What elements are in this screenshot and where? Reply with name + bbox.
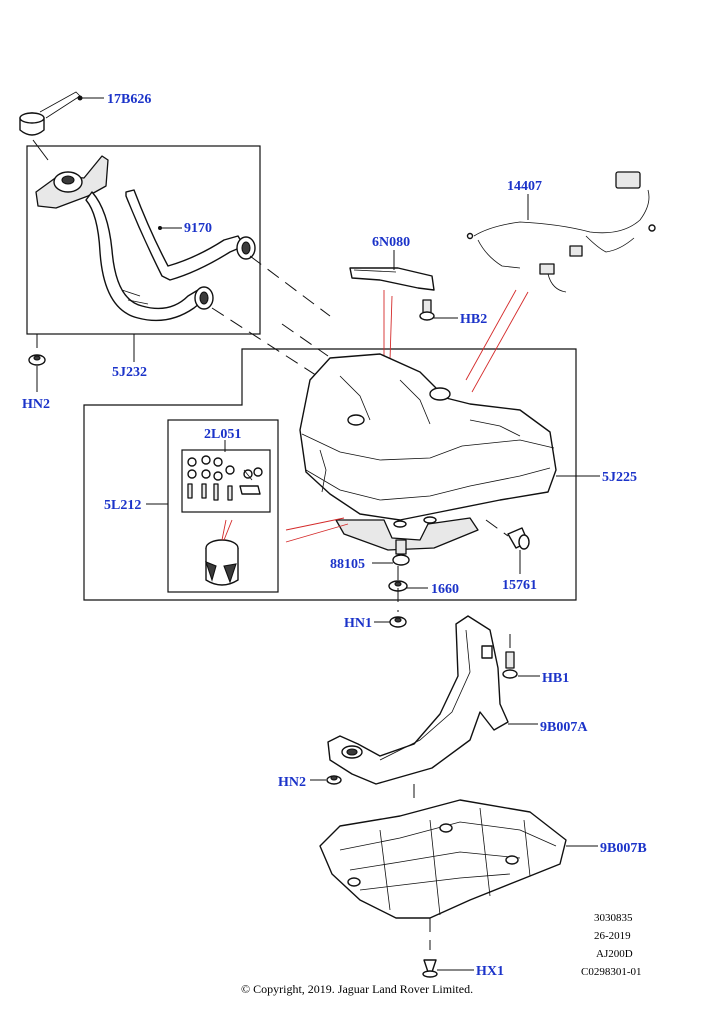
connector-15761-part <box>507 527 530 550</box>
callout-hn2-top[interactable]: HN2 <box>22 397 50 412</box>
callout-14407[interactable]: 14407 <box>507 179 542 194</box>
fuel-tank-group-box <box>83 348 577 601</box>
filler-pipe-group-box <box>26 145 261 335</box>
hb2-bolt-part <box>419 299 435 321</box>
callout-hn1[interactable]: HN1 <box>344 616 372 631</box>
callout-5L212[interactable]: 5L212 <box>104 498 141 513</box>
hn1-nut-part <box>389 616 407 628</box>
support-bracket-part <box>327 615 509 785</box>
undershield-part <box>319 799 567 919</box>
hx1-fastener-part <box>422 959 438 978</box>
fuel-tank-part <box>299 353 557 551</box>
callout-hb1[interactable]: HB1 <box>542 671 569 686</box>
callout-5J232[interactable]: 5J232 <box>112 365 147 380</box>
callout-5J225[interactable]: 5J225 <box>602 470 637 485</box>
callout-15761[interactable]: 15761 <box>502 578 537 593</box>
repair-kit-hardware-part <box>187 455 263 501</box>
callout-88105[interactable]: 88105 <box>330 557 365 572</box>
pump-module-part <box>205 539 239 586</box>
reference-line-4: C0298301-01 <box>581 966 642 978</box>
heat-shield-part <box>349 267 435 291</box>
hn2-bottom-nut-part <box>326 775 342 785</box>
wiring-harness-part <box>466 171 656 293</box>
callout-hn2-bottom[interactable]: HN2 <box>278 775 306 790</box>
callout-1660[interactable]: 1660 <box>431 582 459 597</box>
callout-9B007A[interactable]: 9B007A <box>540 720 588 735</box>
callout-9B007B[interactable]: 9B007B <box>600 841 647 856</box>
repair-kit-group-box <box>167 419 279 593</box>
repair-kit-inner-box <box>181 449 271 513</box>
callout-6N080[interactable]: 6N080 <box>372 235 410 250</box>
callout-hx1[interactable]: HX1 <box>476 964 504 979</box>
hb1-bolt-part <box>502 651 518 679</box>
callout-2L051[interactable]: 2L051 <box>204 427 241 442</box>
copyright-notice: © Copyright, 2019. Jaguar Land Rover Lim… <box>241 982 473 996</box>
grommet-88105-part <box>392 539 410 566</box>
callout-17B626[interactable]: 17B626 <box>107 92 151 107</box>
filler-pipe-part <box>35 155 256 322</box>
hn2-top-nut-part <box>28 354 46 366</box>
reference-line-2: 26-2019 <box>594 930 631 942</box>
reference-line-3: AJ200D <box>596 948 633 960</box>
callout-hb2[interactable]: HB2 <box>460 312 487 327</box>
filler-cap-part <box>19 91 83 136</box>
reference-line-1: 3030835 <box>594 912 633 924</box>
callout-9170[interactable]: 9170 <box>184 221 212 236</box>
